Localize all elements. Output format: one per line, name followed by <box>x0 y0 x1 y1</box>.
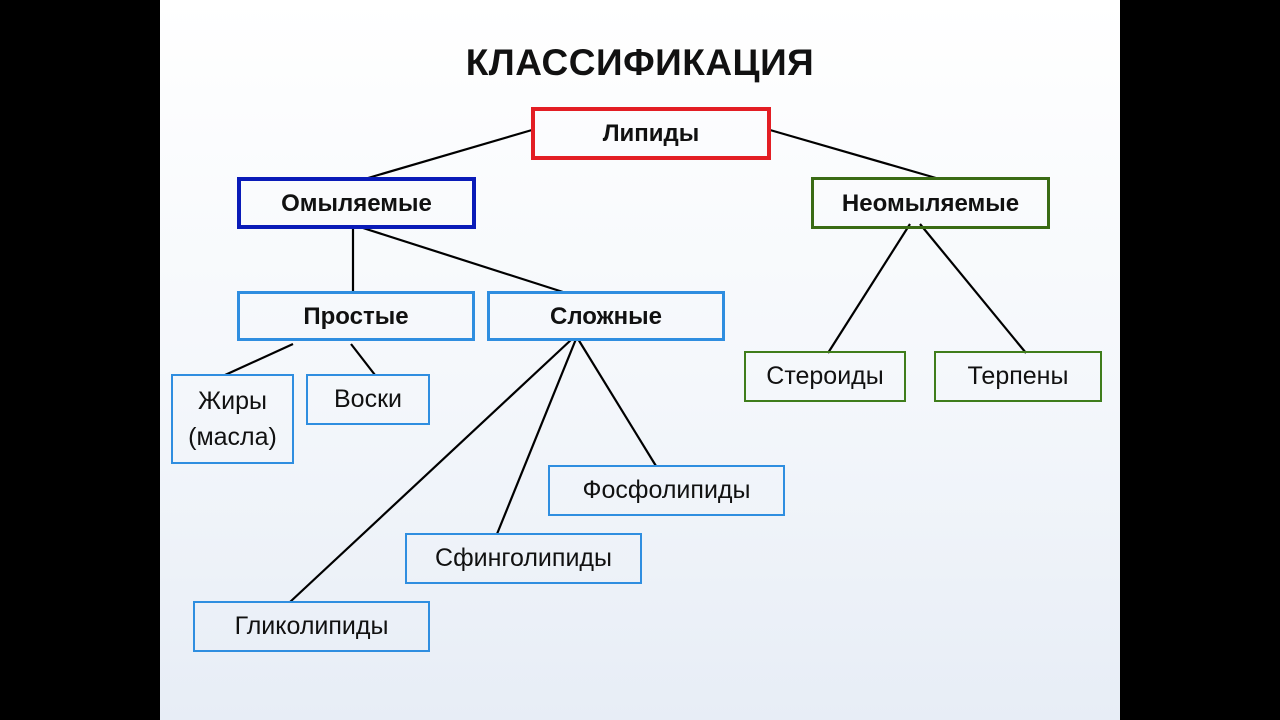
node-terpenes-label: Терпены <box>967 362 1069 390</box>
node-complex-label: Сложные <box>550 302 662 330</box>
node-lipids-label: Липиды <box>602 120 700 147</box>
connector-lines <box>224 128 1027 603</box>
page-title: КЛАССИФИКАЦИЯ <box>465 42 815 83</box>
node-waxes: Воски <box>306 374 430 425</box>
link-simple-fats <box>224 342 294 377</box>
link-simple-waxes <box>350 343 376 376</box>
node-lipids: Липиды <box>531 107 771 160</box>
node-glycolipids-label: Гликолипиды <box>234 612 389 640</box>
node-complex: Сложные <box>487 291 725 341</box>
link-lipids-saponifiable <box>367 128 533 180</box>
node-unsaponifiable-label: Неомыляемые <box>841 189 1020 217</box>
link-complex-glycolipids <box>289 338 573 603</box>
node-fats-label-line2: (масла) <box>188 423 277 451</box>
node-unsaponifiable: Неомыляемые <box>811 177 1050 229</box>
link-complex-phospholipids <box>577 338 657 467</box>
node-saponifiable-label: Омыляемые <box>281 189 432 217</box>
node-simple-label: Простые <box>303 302 409 330</box>
node-sphingolipids-label: Сфинголипиды <box>435 544 612 572</box>
node-phospholipids: Фосфолипиды <box>548 465 785 516</box>
node-saponifiable: Омыляемые <box>237 177 476 229</box>
link-unsaponifiable-steroids <box>827 223 911 354</box>
node-phospholipids-label: Фосфолипиды <box>582 476 751 504</box>
slide: КЛАССИФИКАЦИЯ Липиды Омыляемые Неомыляем… <box>160 0 1120 720</box>
node-steroids-label: Стероиды <box>766 362 884 390</box>
node-simple: Простые <box>237 291 475 341</box>
node-steroids: Стероиды <box>744 351 906 402</box>
link-lipids-unsaponifiable <box>769 128 937 180</box>
node-waxes-label: Воски <box>334 385 402 413</box>
link-saponifiable-complex <box>362 226 564 294</box>
node-fats: Жиры (масла) <box>171 374 294 464</box>
node-terpenes: Терпены <box>934 351 1102 402</box>
link-complex-sphingolipids <box>495 338 578 535</box>
node-fats-label-line1: Жиры <box>198 387 267 415</box>
node-sphingolipids: Сфинголипиды <box>405 533 642 584</box>
node-glycolipids: Гликолипиды <box>193 601 430 652</box>
link-unsaponifiable-terpenes <box>919 223 1027 354</box>
